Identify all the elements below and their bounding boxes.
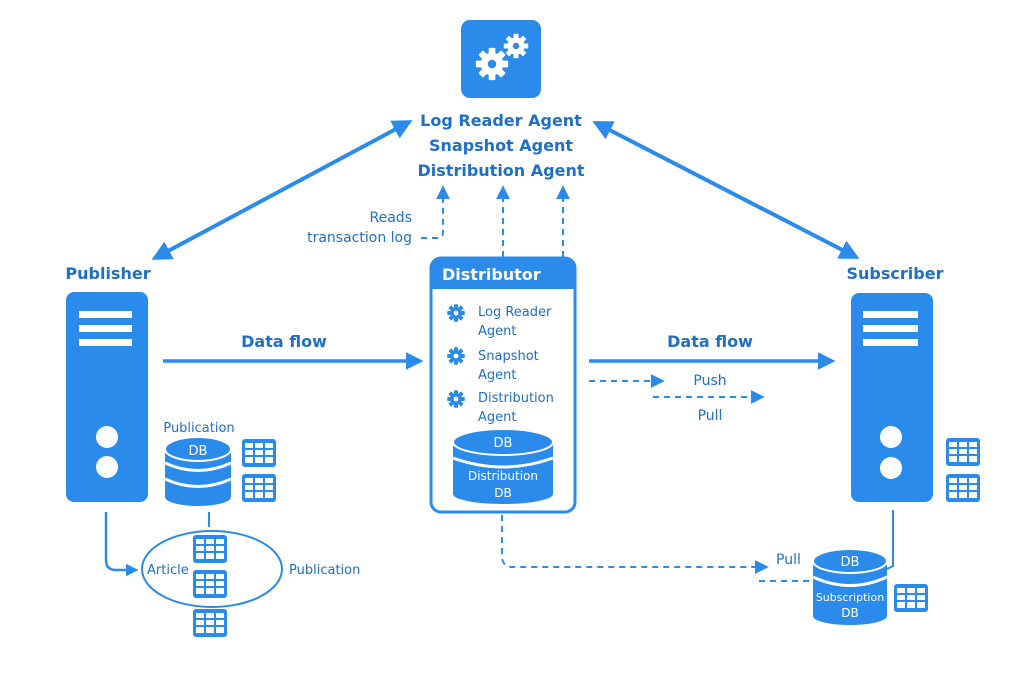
subscriber: Subscriber DB Subscription DB	[812, 264, 980, 625]
subscription-db-line2: DB	[841, 606, 858, 620]
publisher-to-article-arrow	[104, 512, 139, 577]
reads-log-dashed-arrow	[421, 185, 450, 239]
transaction-log-label: transaction log	[307, 230, 412, 246]
table-icon	[946, 474, 980, 502]
gears-icon	[461, 20, 541, 98]
agent-log-reader-line2: Agent	[478, 324, 516, 339]
subscription-db-top: DB	[841, 555, 860, 570]
gear-icon	[447, 390, 465, 408]
agents-hub: Log Reader Agent Snapshot Agent Distribu…	[418, 20, 585, 180]
table-icon	[946, 438, 980, 466]
table-icon	[242, 474, 276, 502]
agent-distribution-line2: Agent	[478, 410, 516, 425]
subscriber-to-db-line	[886, 510, 894, 570]
hub-line-log-reader: Log Reader Agent	[420, 111, 582, 130]
article-table-icon	[193, 570, 227, 598]
agent-snapshot-line2: Agent	[478, 368, 516, 383]
distribution-db-icon: DB Distribution DB	[452, 428, 554, 504]
table-icon	[894, 584, 928, 612]
subscription-pull-label: Pull	[776, 552, 801, 568]
distributor-pull-dashed-arrow	[501, 515, 769, 574]
article-table-icon	[193, 609, 227, 637]
distributor-title: Distributor	[442, 265, 541, 284]
agent-distribution-line1: Distribution	[478, 391, 554, 406]
hub-subscriber-arrow	[592, 121, 860, 259]
gear-icon	[447, 304, 465, 322]
publisher: Publisher Publication DB Article Publi	[65, 264, 360, 637]
publication-ellipse-label: Publication	[289, 563, 360, 578]
distribution-db-line2: DB	[494, 486, 511, 500]
data-flow-left-label: Data flow	[241, 332, 327, 351]
subscription-db-icon: DB Subscription DB	[812, 548, 888, 625]
agent-snapshot-line1: Snapshot	[478, 349, 539, 364]
subscriber-title: Subscriber	[847, 264, 944, 283]
publication-db-label: Publication	[163, 421, 234, 436]
data-flow-right-label: Data flow	[667, 332, 753, 351]
publication-db-icon: DB	[164, 436, 232, 506]
hub-line-distribution: Distribution Agent	[418, 161, 585, 180]
reads-label: Reads	[370, 210, 412, 226]
hub-publisher-arrow	[151, 120, 413, 260]
distributor: Distributor Log Reader Agent Snapshot Ag…	[429, 256, 577, 514]
gear-icon	[447, 347, 465, 365]
article-label: Article	[147, 563, 189, 578]
agent-log-reader-line1: Log Reader	[478, 305, 552, 320]
publisher-title: Publisher	[65, 264, 150, 283]
hub-line-snapshot: Snapshot Agent	[429, 136, 573, 155]
article-table-icon	[193, 535, 227, 563]
publication-ellipse	[141, 530, 283, 608]
subscription-db-line1: Subscription	[816, 591, 884, 604]
pull-label: Pull	[698, 408, 723, 424]
push-label: Push	[693, 373, 726, 389]
publication-db-text: DB	[189, 444, 208, 459]
publisher-server-icon	[66, 292, 148, 502]
subscriber-server-icon	[851, 293, 933, 502]
distribution-db-line1: Distribution	[468, 469, 538, 483]
table-icon	[242, 439, 276, 467]
distribution-db-top: DB	[494, 436, 513, 451]
